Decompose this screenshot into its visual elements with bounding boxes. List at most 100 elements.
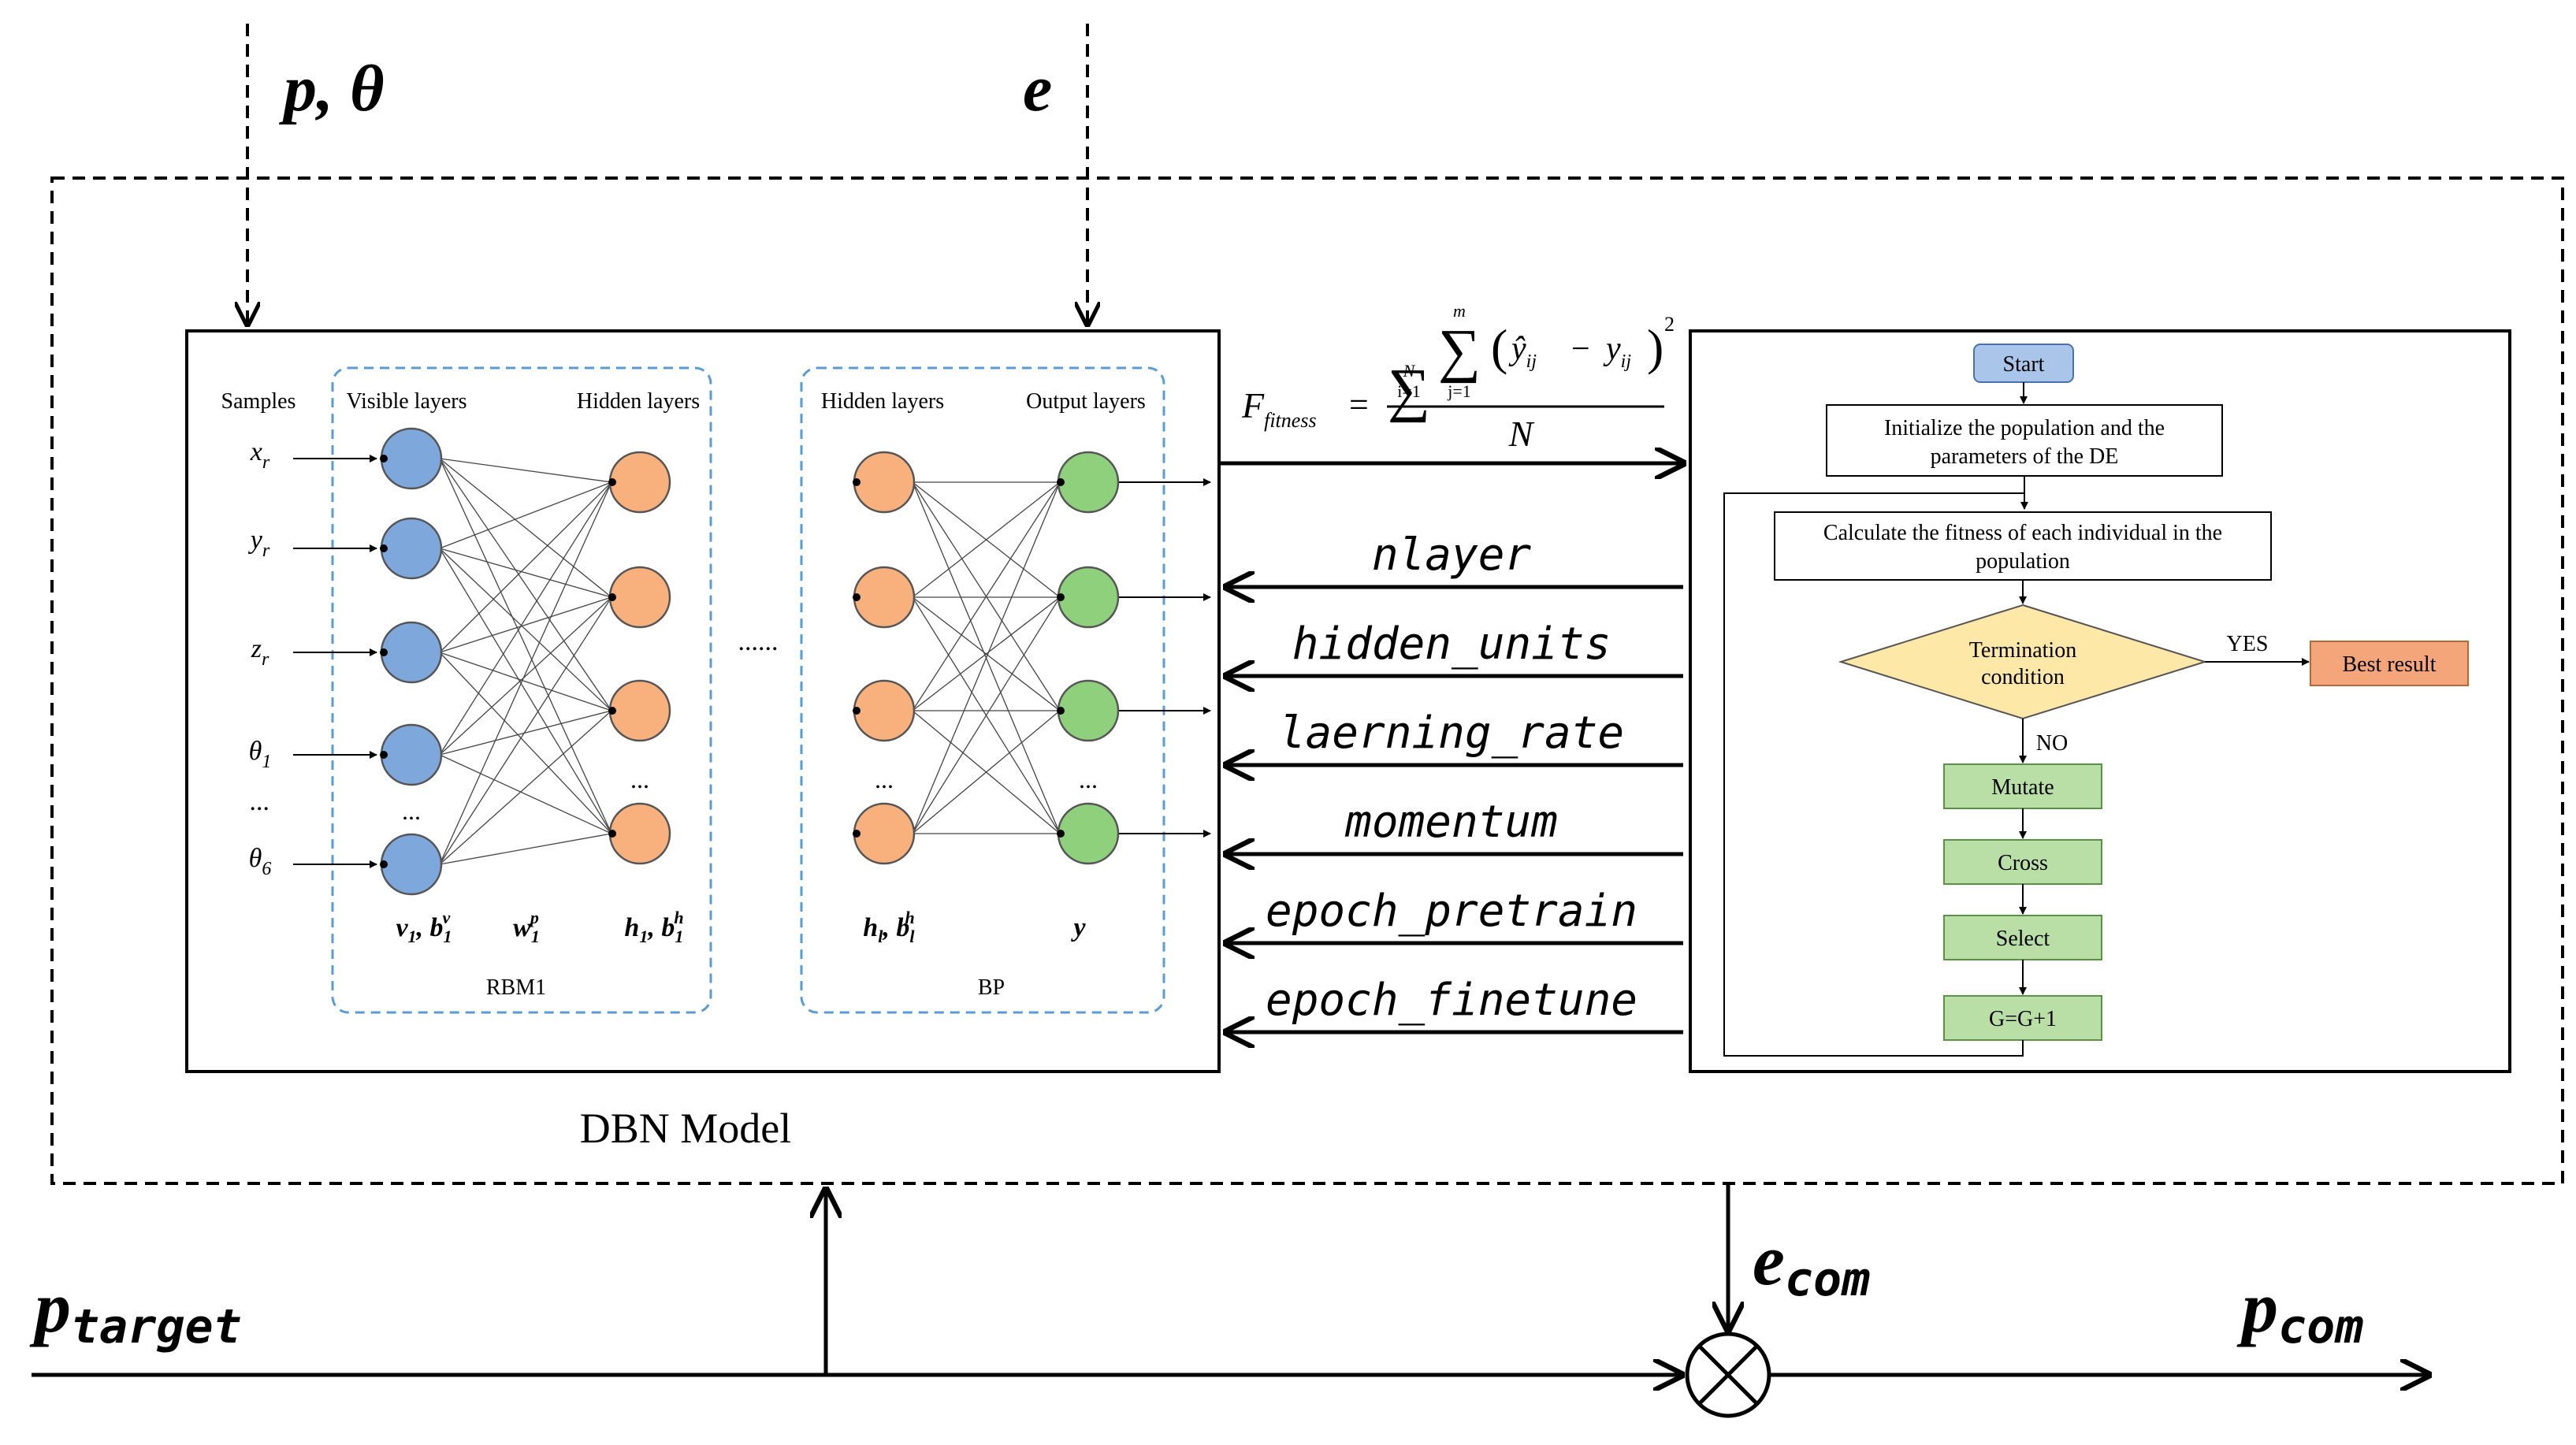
bp-hidden-node xyxy=(853,802,916,865)
bp-connection xyxy=(912,481,1061,711)
rbm-label: RBM1 xyxy=(486,975,546,1000)
bp-hidden-node-port xyxy=(853,593,861,601)
rbm-hidden-params-label: h1, b1h xyxy=(624,908,683,946)
rbm-layer-frame xyxy=(331,366,712,1014)
bp-hidden-node-port xyxy=(853,830,861,838)
visible-node-port xyxy=(380,455,388,462)
rbm-connection xyxy=(439,596,612,756)
sample-label: θ6 xyxy=(249,844,272,879)
flow-select-box xyxy=(1943,915,2102,960)
bp-connection xyxy=(912,596,1061,834)
bp-connection xyxy=(912,596,1061,711)
sum-lower-i: i=1 xyxy=(1397,381,1421,401)
square-exponent: 2 xyxy=(1664,313,1675,336)
flow-generation-box xyxy=(1943,995,2102,1041)
input-p-theta-label: p, θ xyxy=(279,52,385,125)
rbm-connection xyxy=(439,652,612,711)
e-com-label: ecom xyxy=(1753,1220,1870,1307)
hyperparameter-label: epoch_pretrain xyxy=(1266,886,1637,937)
sample-label: ... xyxy=(250,787,270,816)
flow-term-line2: condition xyxy=(1981,665,2065,689)
output-node-port xyxy=(1057,593,1065,601)
samples-header: Samples xyxy=(221,389,296,414)
rbm-connection xyxy=(439,596,612,653)
output-node xyxy=(1057,566,1120,629)
output-layers-header: Output layers xyxy=(1026,389,1146,414)
de-flowchart: Start Initialize the population and the … xyxy=(1723,344,2469,1057)
hyperparameter-label: nlayer xyxy=(1372,529,1532,581)
y-term: yij xyxy=(1603,331,1631,372)
rbm-connection xyxy=(439,754,612,834)
rbm-hidden-node xyxy=(608,802,671,865)
flow-best-result-box xyxy=(2310,641,2469,686)
flow-mutate-label: Mutate xyxy=(1991,775,2054,800)
flow-select-label: Select xyxy=(1996,927,2050,951)
bp-hidden-ellipsis: ... xyxy=(875,765,894,793)
system-frame xyxy=(50,176,2564,1185)
bp-connection xyxy=(912,481,1061,598)
hyperparameter-label: hidden_units xyxy=(1292,618,1611,670)
rbm-connection xyxy=(439,481,612,549)
sample-input-arrows xyxy=(293,455,1211,868)
bp-layer-frame xyxy=(800,366,1165,1014)
rbm-connection xyxy=(439,481,612,756)
sum-upper-N: N xyxy=(1403,361,1416,381)
dbn-model-caption: DBN Model xyxy=(580,1105,792,1152)
visible-node xyxy=(380,723,443,786)
flow-loop-back xyxy=(1723,492,2024,1057)
flow-best-result-label: Best result xyxy=(2343,652,2437,677)
bp-hidden-params-label: hl, blh xyxy=(863,908,915,946)
flow-init-line2: parameters of the DE xyxy=(1931,444,2119,469)
visible-node xyxy=(380,621,443,684)
p-com-label: pcom xyxy=(2236,1267,2363,1354)
bp-hidden-node xyxy=(853,679,916,742)
rbm-hidden-node xyxy=(608,451,671,514)
visible-node-port xyxy=(380,544,388,552)
hyperparameter-label: laerning_rate xyxy=(1279,708,1624,759)
rbm-connection xyxy=(439,548,612,711)
minus-sign: − xyxy=(1571,331,1590,367)
bp-hidden-layers-header: Hidden layers xyxy=(821,389,944,414)
rbm-connection xyxy=(439,458,612,711)
sample-label: zr xyxy=(251,634,269,670)
rbm-connection xyxy=(439,833,612,865)
rbm-connection xyxy=(439,548,612,598)
flow-generation-label: G=G+1 xyxy=(1989,1007,2057,1031)
bp-connection xyxy=(912,481,1061,834)
bp-connection xyxy=(912,710,1061,834)
flow-term-line1: Termination xyxy=(1969,638,2076,663)
output-node-port xyxy=(1057,707,1065,715)
network-nodes xyxy=(380,427,1120,896)
output-node xyxy=(1057,802,1120,865)
rbm-hidden-node-port xyxy=(608,830,616,838)
visible-node xyxy=(380,833,443,896)
flow-calc-box xyxy=(1774,511,2272,581)
visible-ellipsis: ... xyxy=(402,797,421,825)
network-connections xyxy=(439,458,1061,865)
rbm-connection xyxy=(439,596,612,865)
flow-init-line1: Initialize the population and the xyxy=(1884,416,2165,440)
bp-hidden-node-port xyxy=(853,707,861,715)
flow-calc-line2: population xyxy=(1976,549,2070,574)
rbm-hidden-node xyxy=(608,679,671,742)
fitness-formula: Ffitness = N ∑ i=1 m ∑ j=1 ( ŷij − yij )… xyxy=(1241,301,1675,454)
rbm-hidden-ellipsis: ... xyxy=(630,765,649,793)
flow-cross-label: Cross xyxy=(1998,851,2048,875)
rbm-connection xyxy=(439,458,612,598)
denominator-N: N xyxy=(1508,414,1535,454)
output-node-port xyxy=(1057,478,1065,486)
sample-label: θ1 xyxy=(249,737,272,772)
visible-node xyxy=(380,517,443,580)
output-node xyxy=(1057,451,1120,514)
input-e-label: e xyxy=(1023,52,1052,125)
rbm-hidden-node xyxy=(608,566,671,629)
p-target-label: ptarget xyxy=(29,1267,242,1354)
rbm-connection xyxy=(439,458,612,834)
hyperparameter-arrows: nlayerhidden_unitslaerning_ratemomentume… xyxy=(1226,529,1683,1032)
rbm-connection xyxy=(439,710,612,865)
hyperparameter-label: epoch_finetune xyxy=(1266,975,1637,1026)
sum-upper-m: m xyxy=(1453,301,1466,321)
